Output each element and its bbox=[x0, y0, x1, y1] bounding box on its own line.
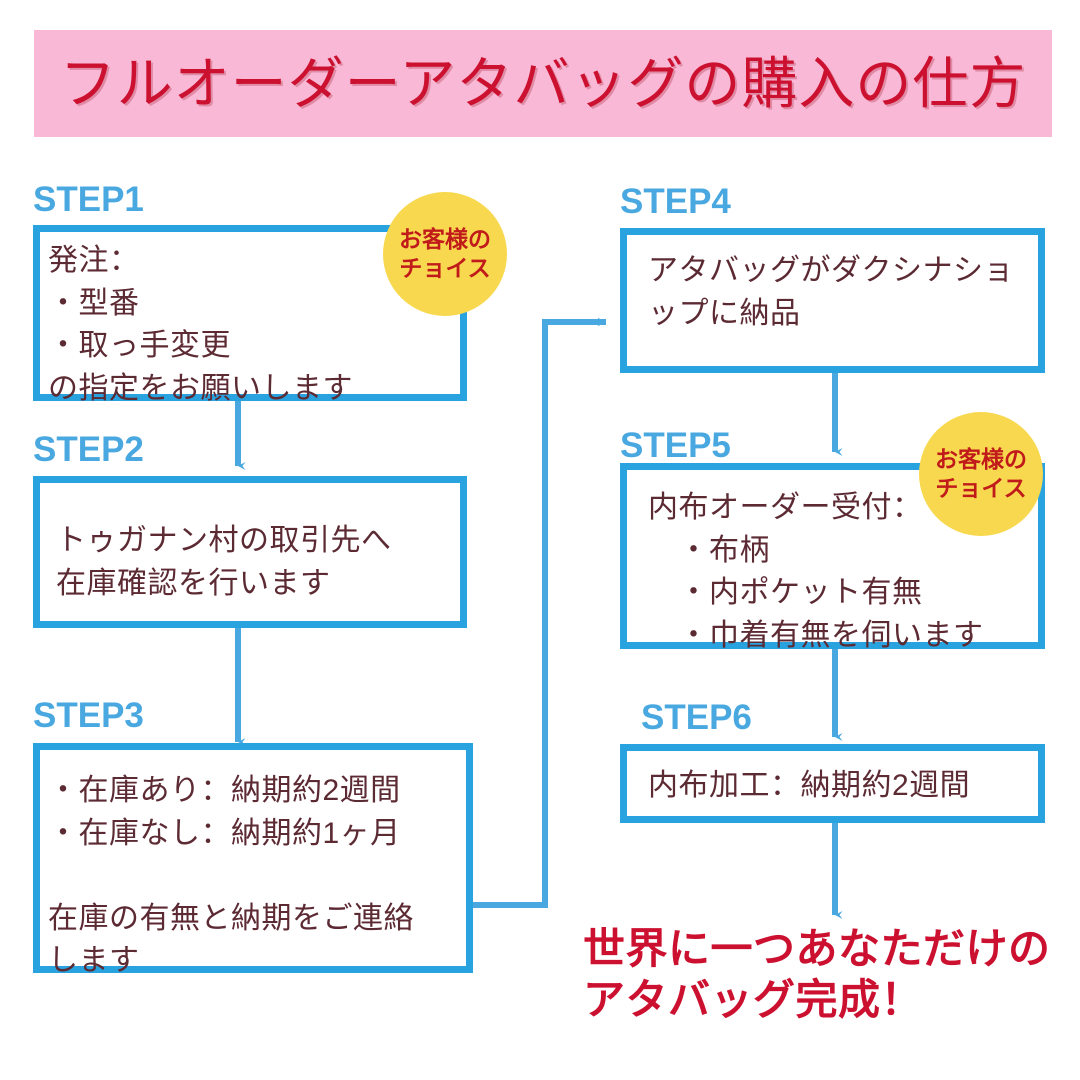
step-box-step3 bbox=[33, 743, 473, 973]
badge-line-1: お客様の bbox=[399, 225, 491, 252]
step-label-step4: STEP4 bbox=[620, 182, 731, 221]
step-box-step6 bbox=[620, 744, 1045, 823]
badge-line-1: お客様の bbox=[935, 445, 1027, 472]
title-banner: フルオーダーアタバッグの購入の仕方 bbox=[34, 30, 1052, 137]
final-message: 世界に一つあなただけの アタバッグ完成！ bbox=[583, 925, 1051, 1024]
connector-step3-step4 bbox=[470, 317, 606, 908]
badge-line-2: チョイス bbox=[935, 475, 1027, 501]
customer-choice-badge-step1: お客様の チョイス bbox=[383, 192, 507, 316]
step-box-step4 bbox=[620, 228, 1045, 373]
step-body-step5: 内布オーダー受付： ・布柄 ・内ポケット有無 ・巾着有無を伺います bbox=[648, 491, 984, 652]
step-label-step2: STEP2 bbox=[33, 430, 144, 469]
step-body-step2: トゥガナン村の取引先へ 在庫確認を行います bbox=[56, 524, 392, 600]
badge-line-2: チョイス bbox=[399, 255, 491, 281]
customer-choice-badge-step5: お客様の チョイス bbox=[919, 412, 1043, 536]
step-box-step2 bbox=[33, 476, 467, 628]
step-body-step3: ・在庫あり：納期約2週間 ・在庫なし：納期約1ヶ月 在庫の有無と納期をご連絡 し… bbox=[48, 774, 414, 978]
step-body-step4: アタバッグがダクシナショ ップに納品 bbox=[648, 254, 1014, 330]
step-body-step1: 発注： ・型番 ・取っ手変更 の指定をお願いします bbox=[48, 244, 353, 405]
step-label-step6: STEP6 bbox=[641, 698, 752, 737]
step-body-step6: 内布加工：納期約2週間 bbox=[648, 769, 971, 802]
page-title: フルオーダーアタバッグの購入の仕方 bbox=[59, 51, 1027, 115]
step-label-step1: STEP1 bbox=[33, 180, 144, 219]
step-label-step3: STEP3 bbox=[33, 696, 144, 735]
step-label-step5: STEP5 bbox=[620, 426, 731, 465]
